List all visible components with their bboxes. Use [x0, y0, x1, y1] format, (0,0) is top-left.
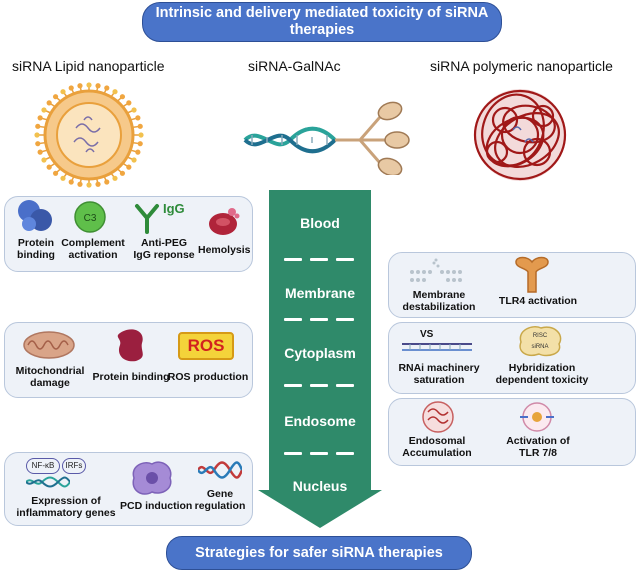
protein-blob-icon [117, 329, 143, 362]
protein-binding-cyto-label: Protein binding [92, 371, 170, 383]
divider-dash [284, 452, 302, 455]
pathway-membrane: Membrane [284, 285, 356, 301]
complement-c3-icon: C3 [74, 201, 106, 233]
page-title: Intrinsic and delivery mediated toxicity… [155, 5, 489, 38]
divider-dash [310, 318, 328, 321]
red-blood-cell-icon [209, 208, 240, 235]
antibody-icon [135, 204, 159, 234]
hemolysis-label: Hemolysis [198, 244, 251, 256]
strategies-title: Strategies for safer siRNA therapies [195, 545, 443, 561]
pcd-induction-label: PCD induction [120, 500, 193, 512]
membrane-destabilization-label: Membrane destabilization [402, 289, 476, 313]
pathway-nucleus: Nucleus [292, 478, 348, 494]
endosome-icon [422, 401, 454, 433]
irfs-tag-icon: IRFs [62, 458, 86, 474]
divider-dash [310, 452, 328, 455]
pathway-endosome: Endosome [284, 413, 356, 429]
title-banner: Intrinsic and delivery mediated toxicity… [142, 2, 502, 42]
gene-regulation-label: Gene regulation [194, 488, 246, 512]
polymeric-nanoparticle-heading: siRNA polymeric nanoparticle [430, 58, 613, 74]
risc-complex-icon: RISC siRNA [519, 326, 562, 357]
endosomal-accumulation-label: Endosomal Accumulation [402, 435, 472, 459]
hybridization-toxicity-label: Hybridization dependent toxicity [495, 362, 589, 386]
ros-production-label: ROS production [167, 371, 249, 383]
complement-c3-label: C3 [84, 213, 97, 224]
tlr78-activation-label: Activation of TLR 7/8 [506, 435, 570, 459]
vs-tag: VS [420, 329, 434, 340]
lipid-nanoparticle-icon [34, 82, 144, 188]
protein-icon [18, 200, 52, 231]
blood-toxicity-panel [4, 196, 253, 272]
complement-activation-label: Complement activation [61, 237, 125, 261]
apoptotic-cell-icon [132, 461, 172, 495]
membrane-icon [410, 258, 462, 282]
inflammatory-genes-label: Expression of inflammatory genes [16, 495, 116, 519]
mitochondrial-damage-label: Mitochondrial damage [15, 365, 85, 389]
nfkb-tag: NF-κB [31, 461, 55, 470]
pathway-cytoplasm: Cytoplasm [284, 345, 356, 361]
lipid-nanoparticle-heading: siRNA Lipid nanoparticle [12, 58, 165, 74]
divider-dash [310, 258, 328, 261]
cytoplasm-toxicity-panel-right [388, 322, 636, 394]
nfkb-tag-icon: NF-κB [26, 458, 60, 474]
pathway-blood: Blood [300, 215, 340, 231]
divider-dash [336, 452, 354, 455]
dna-icon [26, 476, 70, 488]
irfs-tag: IRFs [65, 461, 83, 470]
polymeric-nanoparticle-icon [473, 89, 567, 181]
risc-tag: RISC [533, 333, 548, 339]
ros-tag: ROS [187, 336, 225, 355]
pathway-arrow [258, 190, 382, 528]
divider-dash [310, 384, 328, 387]
sirna-tag: siRNA [531, 344, 548, 350]
ros-badge-icon: ROS [178, 332, 234, 360]
helix-icon [198, 461, 242, 479]
galnac-conjugate-icon [243, 101, 410, 175]
galnac-heading: siRNA-GalNAc [248, 58, 341, 74]
igg-tag: IgG [163, 201, 185, 216]
divider-dash [284, 384, 302, 387]
protein-binding-label: Protein binding [17, 237, 55, 261]
strategies-banner: Strategies for safer siRNA therapies [166, 536, 472, 570]
tlr78-endosome-icon [520, 402, 554, 432]
divider-dash [284, 318, 302, 321]
tlr4-receptor-icon [515, 256, 549, 293]
rna-duplex-icon [402, 343, 472, 351]
nucleus-toxicity-panel [4, 452, 253, 526]
mitochondria-icon [23, 331, 75, 359]
tlr4-activation-label: TLR4 activation [498, 295, 578, 307]
divider-dash [336, 318, 354, 321]
anti-peg-label: Anti-PEG IgG reponse [133, 237, 195, 261]
membrane-toxicity-panel [388, 252, 636, 318]
divider-dash [336, 384, 354, 387]
divider-dash [336, 258, 354, 261]
rnai-saturation-label: RNAi machinery saturation [398, 362, 480, 386]
divider-dash [284, 258, 302, 261]
